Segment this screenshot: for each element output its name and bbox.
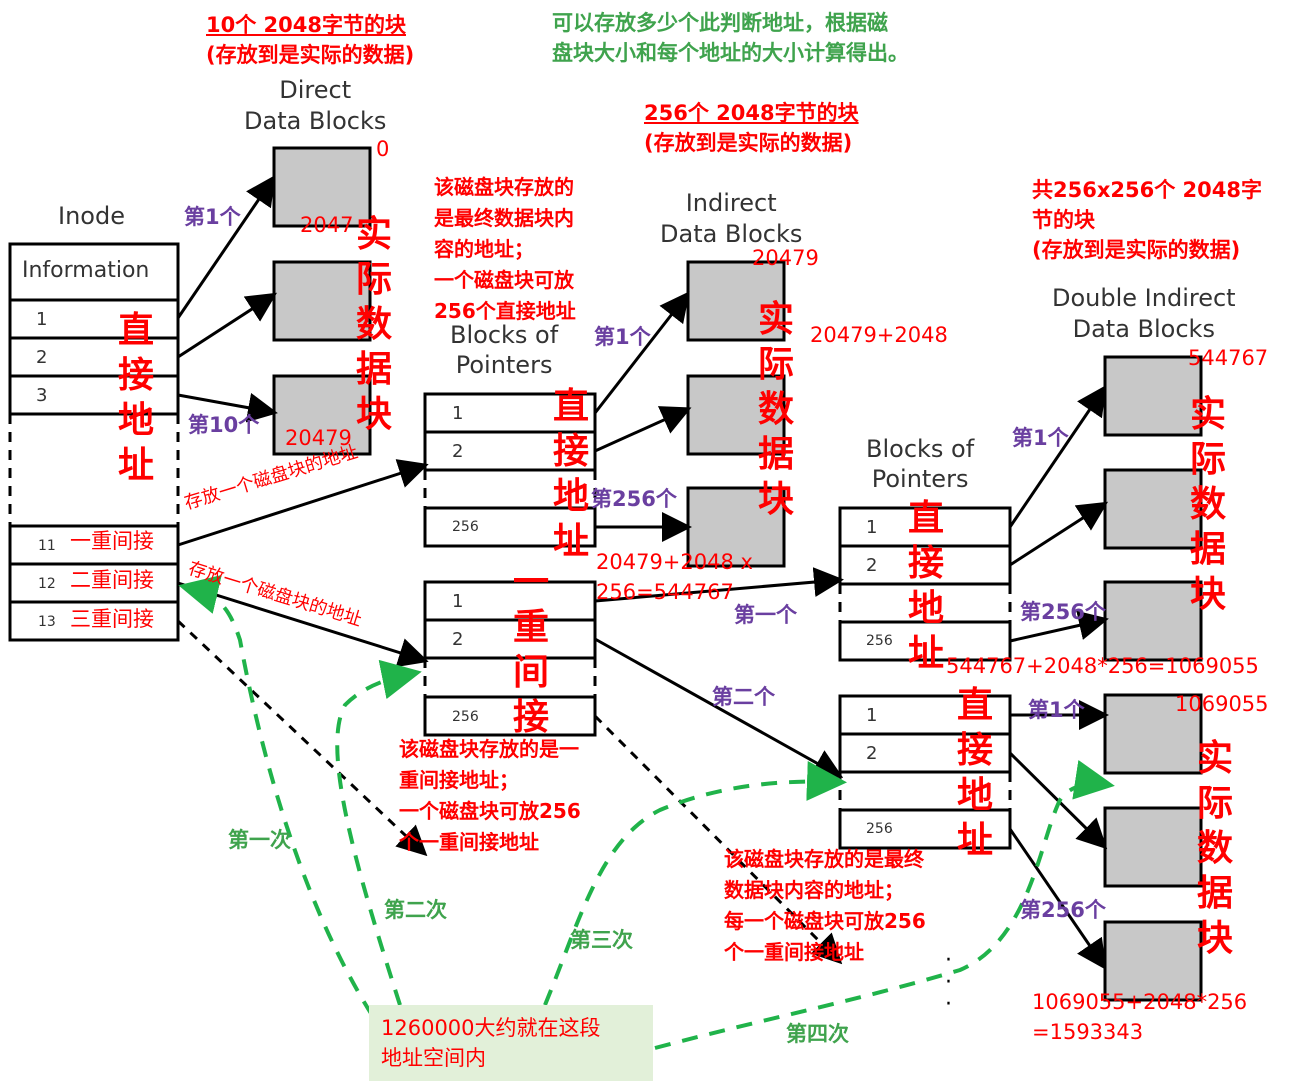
indirect-actual-data-label: 实际数据块 xyxy=(758,299,795,520)
addr-double-mid-end: 544767+2048*256=1069055 xyxy=(946,654,1259,678)
search-step-4: 第四次 xyxy=(786,1022,849,1046)
direct-heading: Direct Data Blocks xyxy=(244,76,387,135)
addr-0: 0 xyxy=(376,137,390,161)
inode-row-11-label: 一重间接 xyxy=(70,529,154,553)
inode-direct-address-label: 直接地址 xyxy=(118,310,155,486)
search-step-1: 第一次 xyxy=(228,828,291,852)
addr-double-end-2: =1593343 xyxy=(1032,1020,1144,1044)
direct-block-1 xyxy=(272,146,372,228)
inode-row-13-label: 三重间接 xyxy=(70,607,154,631)
pb2-first-label: 第1个 xyxy=(1012,426,1069,450)
inode-row-13-num: 13 xyxy=(38,614,56,630)
pb3-row-2: 2 xyxy=(866,743,878,764)
pb3-256th-label: 第256个 xyxy=(1020,898,1106,922)
pb2-direct-address-label: 直接地址 xyxy=(908,498,945,674)
pb2-row-2: 2 xyxy=(866,555,878,576)
pb2-row-256: 256 xyxy=(866,633,893,649)
direct-first-label: 第1个 xyxy=(184,205,241,229)
direct-block-3 xyxy=(272,374,372,456)
direct-data-note: (存放到是实际的数据) xyxy=(206,43,415,67)
search-step-2: 第二次 xyxy=(384,898,447,922)
target-address-note: 1260000大约就在这段 地址空间内 xyxy=(369,1005,653,1081)
pb1-row-1: 1 xyxy=(452,403,464,424)
addr-double-second: 1069055 xyxy=(1175,692,1269,716)
indirect-data-blocks xyxy=(686,260,786,568)
dashed-arrows xyxy=(176,619,843,965)
double-count-note-1: 共256x256个 2048字 xyxy=(1032,178,1262,202)
pb1-direct-address-label: 直接地址 xyxy=(553,386,590,562)
direct-tenth-label: 第10个 xyxy=(188,413,260,437)
search-step-3: 第三次 xyxy=(570,928,633,952)
addr-20479: 20479 xyxy=(285,426,352,450)
single-indirect-label: 一重间接 xyxy=(513,562,550,738)
pb2-row-1: 1 xyxy=(866,517,878,538)
direct-actual-data-label: 实际数据块 xyxy=(356,214,393,435)
indirect-heading: Indirect Data Blocks xyxy=(660,189,803,248)
addr-2047: 2047 xyxy=(300,213,354,237)
double-first-pointer-label: 第一个 xyxy=(734,603,797,627)
search-path-1 xyxy=(178,574,374,1017)
indirect-count-note: 256个 2048字节的块 xyxy=(644,101,859,125)
indirect-256th-label: 第256个 xyxy=(591,487,677,511)
double-first-level-block xyxy=(423,580,597,737)
inode-row-2: 2 xyxy=(36,347,48,368)
addr-indirect-end-2: 256=544767 xyxy=(596,580,734,604)
inode-row-12-num: 12 xyxy=(38,576,56,592)
green-note-line-2: 盘块大小和每个地址的大小计算得出。 xyxy=(552,41,909,65)
pb1-row-2: 2 xyxy=(452,441,464,462)
pb3-row-256: 256 xyxy=(866,821,893,837)
indirect-data-note: (存放到是实际的数据) xyxy=(644,131,853,155)
direct-data-blocks xyxy=(272,146,372,456)
search-path-2 xyxy=(335,659,422,1006)
pointers-heading-2: Blocks of Pointers xyxy=(866,435,975,493)
double-second-pointer-label: 第二个 xyxy=(712,685,775,709)
continuation-dots: · · · xyxy=(945,948,952,1017)
search-path-3 xyxy=(543,760,847,1006)
inode-row-12-label: 二重间接 xyxy=(70,568,154,592)
direct-block-2 xyxy=(272,260,372,342)
direct-count-note: 10个 2048字节的块 xyxy=(206,13,406,37)
double-data-note: (存放到是实际的数据) xyxy=(1032,238,1241,262)
pb2-256th-label: 第256个 xyxy=(1020,600,1106,624)
addr-double-end-1: 1069055+2048*256 xyxy=(1032,990,1248,1014)
pointer-arrows xyxy=(176,175,1109,970)
green-note-line-1: 可以存放多少个此判断地址，根据磁 xyxy=(552,11,888,35)
inode-row-3: 3 xyxy=(36,385,48,406)
double-indirect-heading: Double Indirect Data Blocks xyxy=(1052,284,1236,343)
pb1-row-256: 256 xyxy=(452,519,479,535)
pb3-first-label: 第1个 xyxy=(1028,698,1085,722)
db-row-2: 2 xyxy=(452,629,464,650)
addr-double-start: 544767 xyxy=(1188,346,1269,370)
double-actual-data-label-2: 实际数据块 xyxy=(1197,738,1234,959)
inode-gap xyxy=(8,414,180,526)
pointer-block-2-note: 该磁盘块存放的是最终 数据块内容的地址； 每一个磁盘块可放256 个一重间接地址 xyxy=(724,847,926,964)
db-row-256: 256 xyxy=(452,709,479,725)
indirect-first-label: 第1个 xyxy=(594,325,651,349)
double-block-note: 该磁盘块存放的是一 重间接地址； 一个磁盘块可放256 个一重间接地址 xyxy=(399,737,581,854)
inode-table xyxy=(8,242,180,642)
pointer-block-1 xyxy=(423,392,597,548)
double-actual-data-label-1: 实际数据块 xyxy=(1190,394,1227,615)
inode-row-11-num: 11 xyxy=(38,538,56,554)
pb3-direct-address-label: 直接地址 xyxy=(957,685,994,861)
db-row-1: 1 xyxy=(452,591,464,612)
pointer-block-1-note: 该磁盘块存放的 是最终数据块内 容的地址； 一个磁盘块可放 256个直接地址 xyxy=(434,175,576,323)
inode-heading: Inode xyxy=(58,202,125,230)
double-count-note-2: 节的块 xyxy=(1032,208,1095,232)
addr-indirect-next: 20479+2048 xyxy=(810,323,948,347)
pointers-heading-1: Blocks of Pointers xyxy=(450,321,559,379)
inode-information: Information xyxy=(22,258,150,283)
search-path-4 xyxy=(654,759,1115,1050)
pb3-row-1: 1 xyxy=(866,705,878,726)
addr-indirect-start: 20479 xyxy=(752,246,819,270)
search-paths xyxy=(178,574,1115,1050)
inode-row-1: 1 xyxy=(36,309,48,330)
addr-indirect-end-1: 20479+2048 x xyxy=(596,550,753,574)
